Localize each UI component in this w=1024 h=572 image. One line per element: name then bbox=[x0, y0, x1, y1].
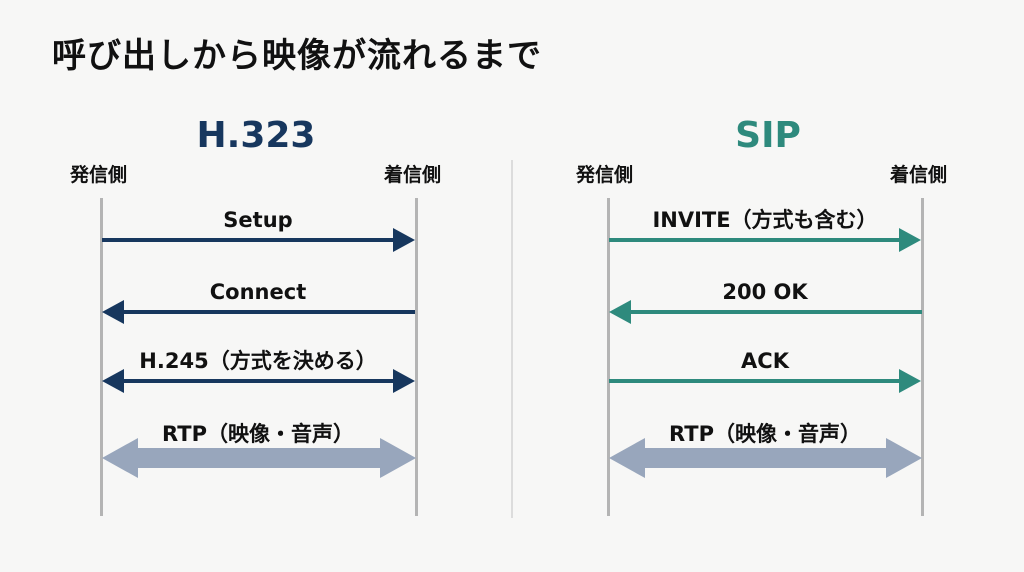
sip-arrows bbox=[609, 228, 922, 478]
callee-label: 着信側 bbox=[890, 164, 948, 186]
caller-lifeline bbox=[607, 198, 610, 516]
protocol-title-sip: SIP bbox=[735, 115, 801, 156]
caller-label: 発信側 bbox=[576, 164, 634, 186]
rtp-label: RTP（映像・音声） bbox=[669, 422, 861, 446]
ack-label: ACK bbox=[741, 349, 789, 373]
callee-lifeline bbox=[921, 198, 924, 516]
connect-arrow bbox=[102, 300, 415, 324]
setup-label: Setup bbox=[223, 208, 293, 232]
sip-panel: SIP 発信側 着信側 INVITE（方式も含む） 200 OK ACK RTP… bbox=[512, 0, 1024, 572]
h323-panel: H.323 発信側 着信側 Setup Connect H.245（方式を決める… bbox=[70, 115, 442, 516]
ok-label: 200 OK bbox=[722, 280, 808, 304]
h245-arrow bbox=[102, 369, 415, 393]
connect-label: Connect bbox=[209, 280, 307, 304]
caller-label: 発信側 bbox=[70, 164, 128, 186]
callee-lifeline bbox=[415, 198, 418, 516]
rtp-arrow bbox=[102, 438, 416, 478]
ack-arrow bbox=[609, 369, 921, 393]
rtp-arrow bbox=[609, 438, 922, 478]
panel-divider bbox=[511, 160, 513, 518]
invite-label: INVITE（方式も含む） bbox=[652, 208, 878, 232]
setup-arrow bbox=[102, 228, 415, 252]
protocol-title-h323: H.323 bbox=[196, 115, 316, 156]
h245-label: H.245（方式を決める） bbox=[139, 349, 377, 373]
ok-arrow bbox=[609, 300, 922, 324]
invite-arrow bbox=[609, 228, 921, 252]
rtp-label: RTP（映像・音声） bbox=[162, 422, 354, 446]
page-title: 呼び出しから映像が流れるまで bbox=[52, 36, 542, 76]
callee-label: 着信側 bbox=[384, 164, 442, 186]
caller-lifeline bbox=[100, 198, 103, 516]
h323-arrows bbox=[102, 228, 416, 478]
